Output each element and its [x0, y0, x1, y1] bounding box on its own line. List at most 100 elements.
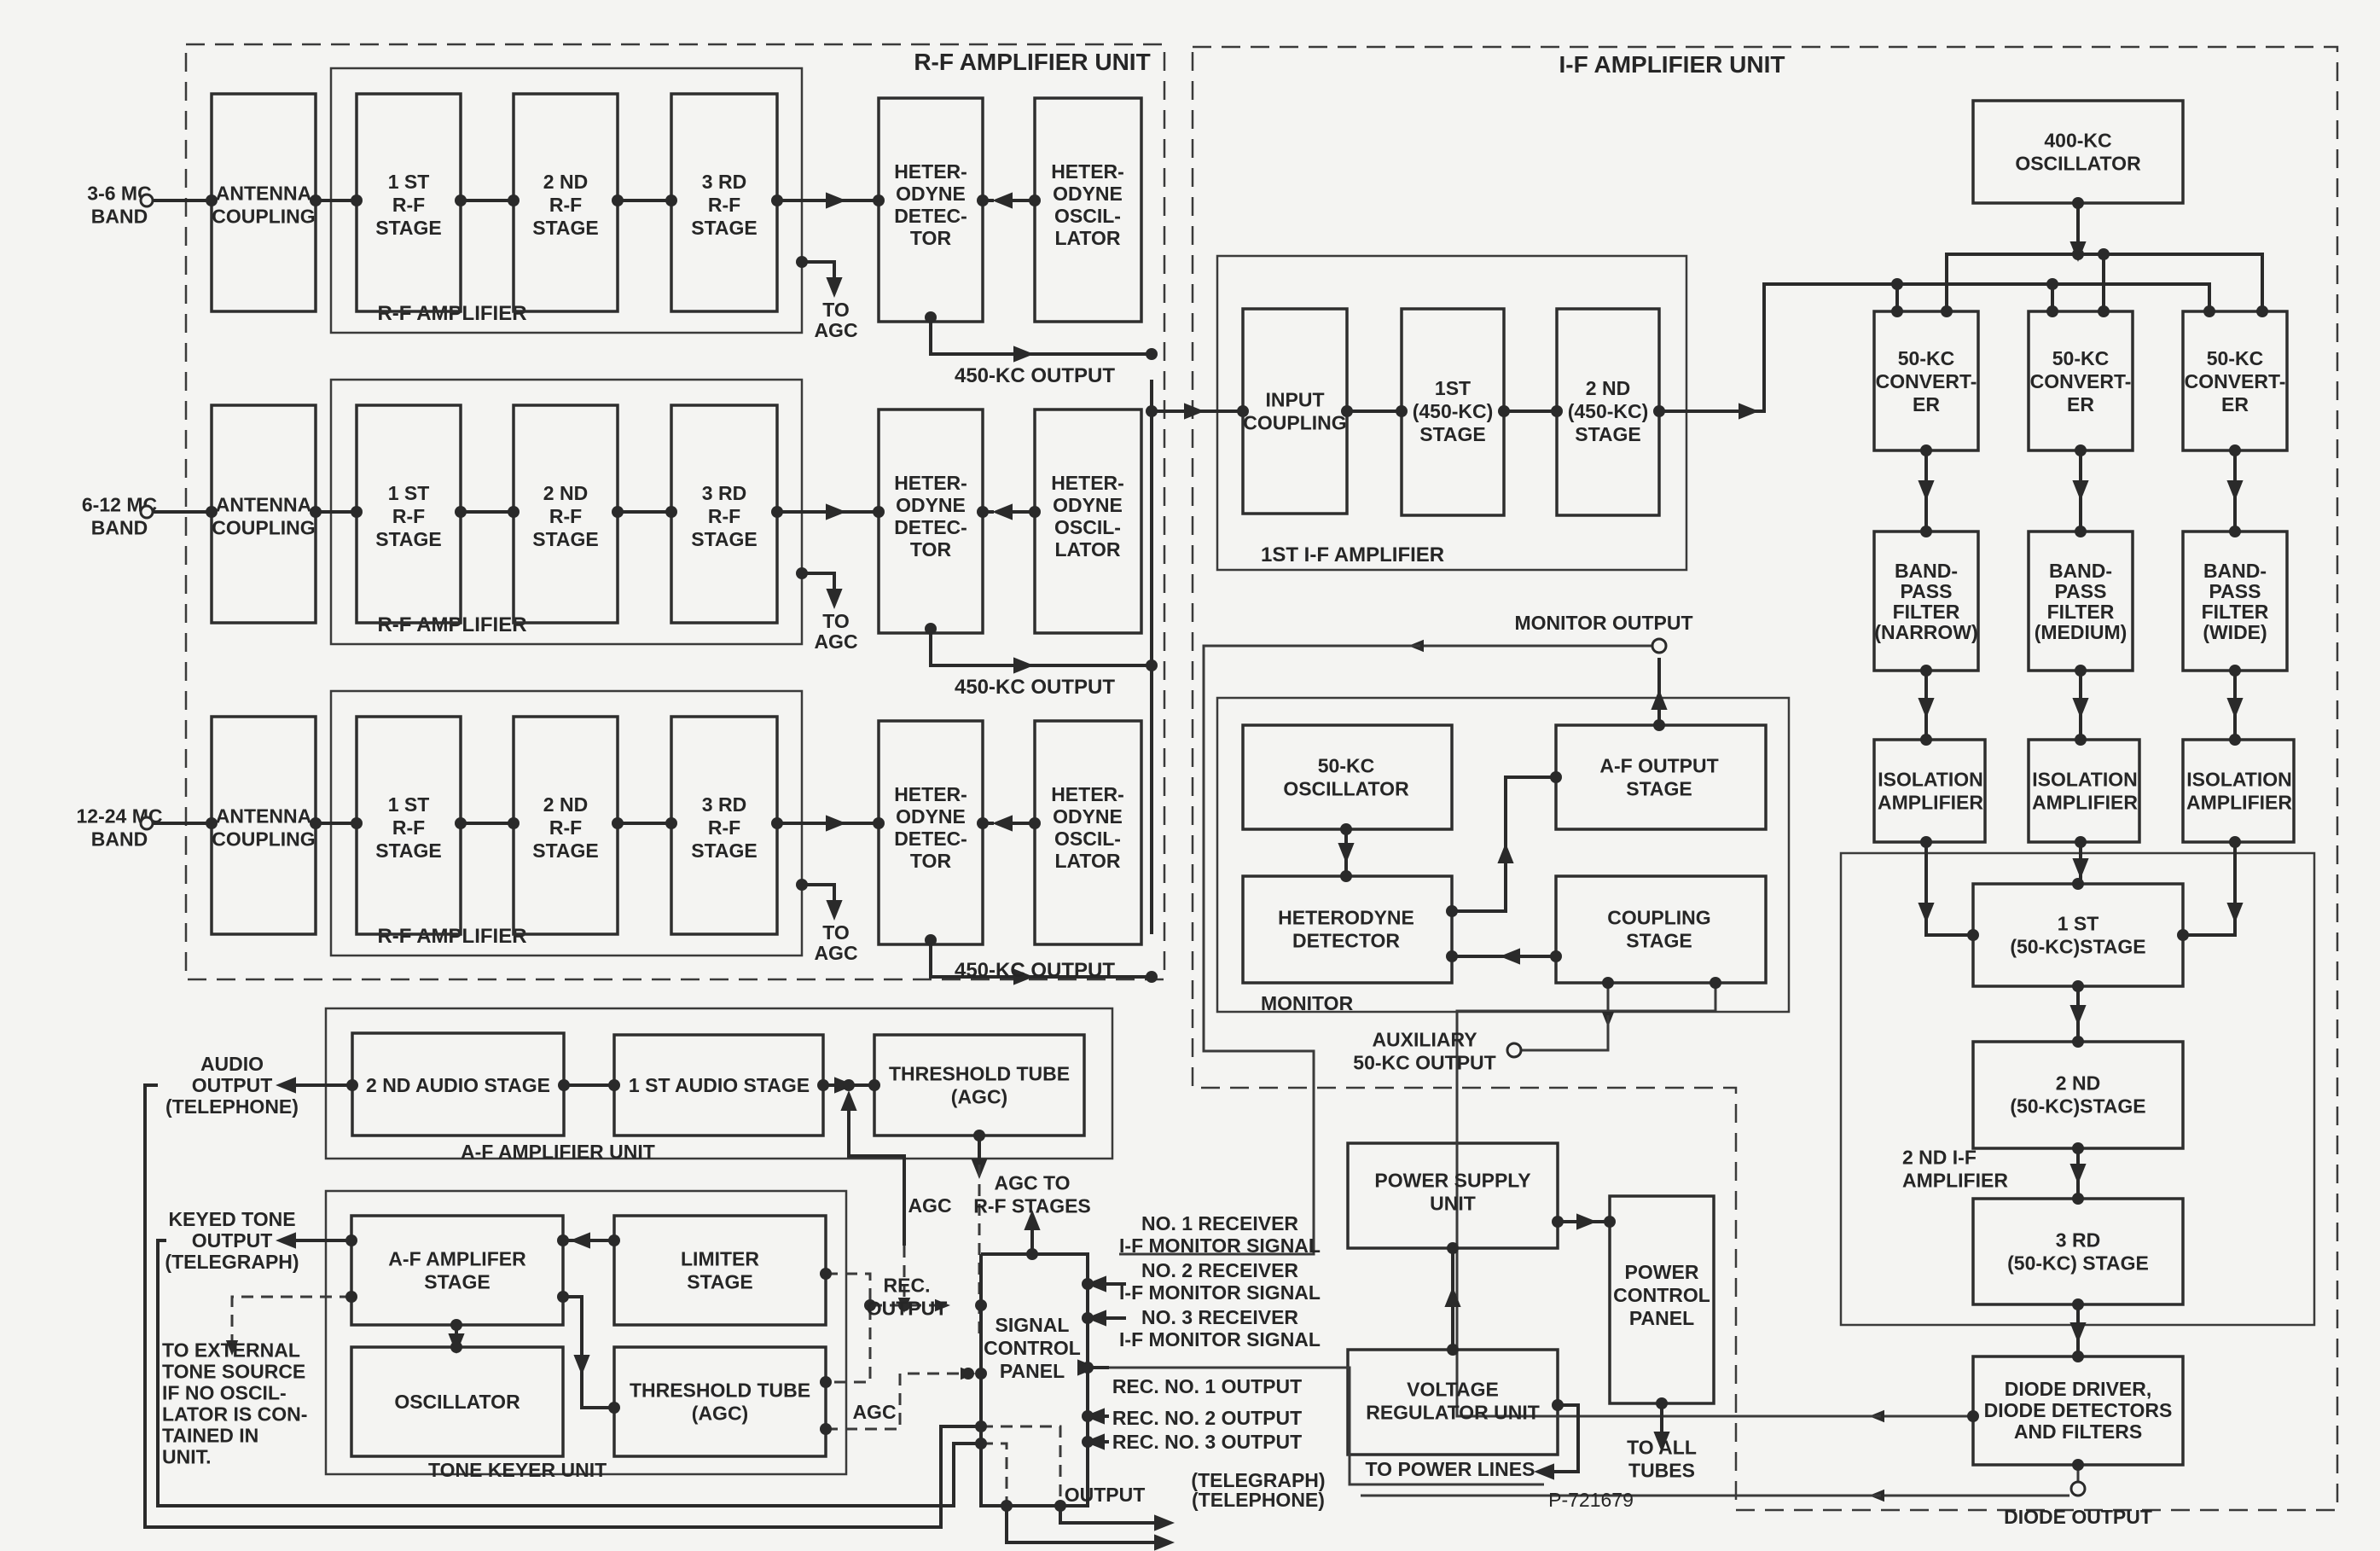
junction-dot — [977, 817, 989, 829]
external-tone-note-line-2: TONE SOURCE — [162, 1361, 305, 1383]
junction-dot — [2256, 305, 2268, 317]
junction-dot — [1029, 817, 1041, 829]
junction-dot — [345, 1291, 357, 1303]
junction-dot — [310, 817, 322, 829]
tone-keyer-label: TONE KEYER UNIT — [428, 1459, 607, 1481]
junction-dot — [1341, 405, 1353, 417]
agc-label: AGC — [908, 1194, 951, 1217]
band-label-line-2: BAND — [91, 828, 148, 851]
band-input-terminal[interactable] — [139, 193, 154, 208]
junction-dot — [1340, 870, 1352, 882]
junction-dot — [1001, 1500, 1013, 1512]
monitor-signal-label-line-1: NO. 1 RECEIVER — [1141, 1212, 1298, 1234]
tone-oscillator-text: OSCILLATOR — [394, 1391, 520, 1413]
agc-to-rf-label-line-2: R-F STAGES — [973, 1195, 1091, 1217]
junction-dot — [206, 506, 218, 518]
rf-stage-3-text-line-3: STAGE — [691, 217, 758, 239]
rf-stage-1-text-line-1: 1 ST — [388, 171, 430, 193]
junction-dot — [508, 817, 520, 829]
band-input-terminal[interactable] — [139, 504, 154, 520]
stage-50kc-3-text-line-1: 3 RD — [2056, 1229, 2100, 1252]
junction-dot — [1551, 405, 1563, 417]
rf-amplifier-label: R-F AMPLIFIER — [377, 925, 526, 948]
junction-dot — [2075, 734, 2087, 746]
rec-output-label-line-1: REC. — [884, 1275, 931, 1297]
antenna-coupling-text-line-2: COUPLING — [212, 517, 315, 539]
het-oscillator-text-line-4: LATOR — [1054, 227, 1120, 249]
het-detector-text-line-2: ODYNE — [896, 805, 966, 828]
converter-text-line-3: ER — [2221, 393, 2249, 415]
junction-dot — [1552, 1216, 1564, 1228]
converter-text-line-3: ER — [2067, 393, 2094, 415]
junction-dot — [1498, 405, 1510, 417]
isolation-text-line-1: ISOLATION — [2032, 769, 2138, 791]
junction-dot — [206, 195, 218, 206]
monitor-output-terminal — [1651, 637, 1668, 654]
junction-dot — [612, 195, 624, 206]
junction-dot — [2098, 305, 2110, 317]
to-agc-text-line-2: AGC — [814, 630, 857, 653]
junction-dot — [665, 506, 677, 518]
keyed-tone-label-line-2: OUTPUT — [192, 1229, 273, 1252]
rf-stage-1-text-line-3: STAGE — [375, 217, 442, 239]
external-tone-note-line-4: LATOR IS CON- — [162, 1403, 307, 1426]
junction-dot — [973, 1130, 985, 1141]
junction-dot — [1446, 905, 1458, 917]
junction-dot — [1967, 1410, 1979, 1422]
junction-dot — [2072, 980, 2084, 992]
junction-dot — [771, 195, 783, 206]
filter-text-line-2: PASS — [2209, 580, 2261, 602]
het-detector-text-line-3: DETEC- — [894, 516, 967, 538]
rf-stage-1-text-line-1: 1 ST — [388, 482, 430, 504]
junction-dot — [206, 817, 218, 829]
if-unit-title: I-F AMPLIFIER UNIT — [1559, 51, 1785, 78]
junction-dot — [977, 195, 989, 206]
rf-stage-3-text-line-3: STAGE — [691, 839, 758, 862]
converter-text-line-3: ER — [1913, 393, 1940, 415]
signal-control-panel-text-line-1: SIGNAL — [996, 1314, 1070, 1336]
junction-dot — [820, 1376, 832, 1388]
af-amplifier-stage-text-line-2: STAGE — [424, 1271, 491, 1293]
converter-text-line-2: CONVERT- — [2030, 370, 2132, 392]
junction-dot — [1447, 1344, 1459, 1356]
junction-dot — [1082, 1436, 1094, 1448]
output-label: OUTPUT — [1065, 1484, 1146, 1506]
junction-dot — [2075, 526, 2087, 537]
monitor-signal-label-line-2: I-F MONITOR SIGNAL — [1119, 1234, 1321, 1257]
junction-dot — [1237, 405, 1249, 417]
monitor-signal-label-line-2: I-F MONITOR SIGNAL — [1119, 1328, 1321, 1351]
limiter-stage-text-line-2: STAGE — [687, 1271, 753, 1293]
external-tone-note-line-6: UNIT. — [162, 1446, 212, 1468]
junction-dot — [2229, 665, 2241, 677]
junction-dot — [1920, 734, 1932, 746]
junction-dot — [864, 1299, 876, 1311]
junction-dot — [1602, 977, 1614, 989]
if-amplifier-unit: I-F AMPLIFIER UNIT — [1191, 45, 2339, 1512]
junction-dot — [2177, 929, 2189, 941]
het-detector-text-line-1: HETER- — [894, 160, 967, 183]
band-label-line-2: BAND — [91, 206, 148, 228]
junction-dot — [346, 1079, 358, 1091]
junction-dot — [1920, 444, 1932, 456]
isolation-text-line-1: ISOLATION — [2186, 769, 2292, 791]
junction-dot — [1447, 1242, 1459, 1254]
junction-dot — [975, 1368, 987, 1380]
af-amplifier-stage-text-line-1: A-F AMPLIFER — [388, 1248, 526, 1270]
junction-dot — [2072, 248, 2084, 260]
rf-stage-2-text-line-2: R-F — [549, 194, 582, 216]
junction-dot — [820, 1423, 832, 1435]
power-control-text-line-1: POWER — [1625, 1261, 1699, 1283]
stage-50kc-1-text-line-1: 1 ST — [2058, 913, 2099, 935]
to-power-lines-label: TO POWER LINES — [1366, 1458, 1535, 1480]
junction-dot — [2072, 1459, 2084, 1471]
het-detector-text-line-4: TOR — [910, 538, 952, 561]
junction-dot — [450, 1319, 462, 1331]
junction-dot — [868, 1079, 880, 1091]
input-coupling-text-line-1: INPUT — [1266, 389, 1325, 411]
output-450kc-label: 450-KC OUTPUT — [955, 364, 1115, 387]
to-agc-text-line-2: AGC — [814, 319, 857, 341]
to-agc-text-line-1: TO — [822, 299, 850, 321]
band-input-terminal[interactable] — [139, 816, 154, 831]
junction-dot — [2229, 836, 2241, 848]
